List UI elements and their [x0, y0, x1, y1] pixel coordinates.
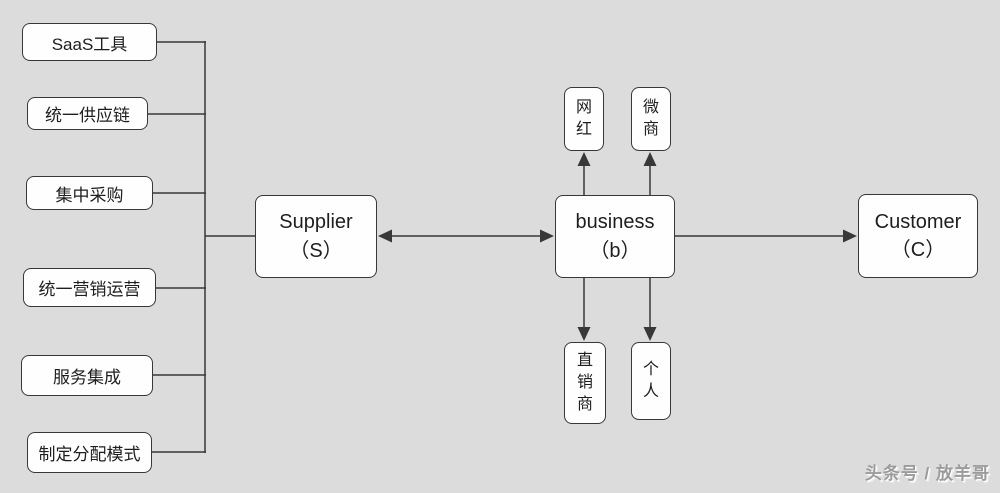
feature-node-centralized-procurement: 集中采购 [26, 176, 153, 210]
customer-node: Customer （C） [858, 194, 978, 278]
feature-node-unified-marketing: 统一营销运营 [23, 268, 156, 307]
feature-node-distribution-model: 制定分配模式 [27, 432, 152, 473]
channel-label: 网红 [576, 98, 593, 138]
feature-node-unified-supply-chain: 统一供应链 [27, 97, 148, 130]
channel-label: 个人 [643, 360, 660, 400]
arrowhead-to-customer [843, 229, 857, 243]
arrowhead-to-wechat-merchant [643, 152, 657, 166]
supplier-node: Supplier （S） [255, 195, 377, 278]
customer-node-name: Customer [874, 210, 962, 233]
supplier-node-code: （S） [289, 239, 343, 262]
watermark-text: 头条号 / 放羊哥 [864, 464, 990, 483]
customer-node-code: （C） [890, 239, 946, 261]
channel-node-influencer: 网红 [564, 87, 604, 151]
feature-label: SaaS工具 [51, 34, 128, 54]
feature-node-service-integration: 服务集成 [21, 355, 153, 396]
channel-label: 直销商 [577, 351, 594, 414]
arrowhead-to-business [540, 229, 554, 243]
channel-node-wechat-merchant: 微商 [631, 87, 671, 151]
feature-label: 集中采购 [55, 185, 124, 205]
channel-node-individual: 个人 [631, 342, 671, 420]
business-node: business （b） [555, 195, 675, 278]
channel-node-direct-seller: 直销商 [564, 342, 606, 424]
feature-label: 统一营销运营 [38, 280, 141, 299]
channel-label: 微商 [643, 98, 660, 138]
arrowhead-to-individual [643, 327, 657, 341]
feature-node-saas-tools: SaaS工具 [22, 23, 157, 61]
feature-label: 统一供应链 [45, 106, 130, 125]
arrowhead-to-supplier [378, 229, 392, 243]
feature-label: 制定分配模式 [38, 445, 141, 464]
arrowhead-to-direct-seller [577, 327, 591, 341]
supplier-node-name: Supplier [279, 211, 353, 234]
arrowhead-to-influencer [577, 152, 591, 166]
feature-label: 服务集成 [53, 368, 121, 387]
business-node-name: business [575, 211, 655, 234]
business-node-code: （b） [589, 239, 641, 262]
